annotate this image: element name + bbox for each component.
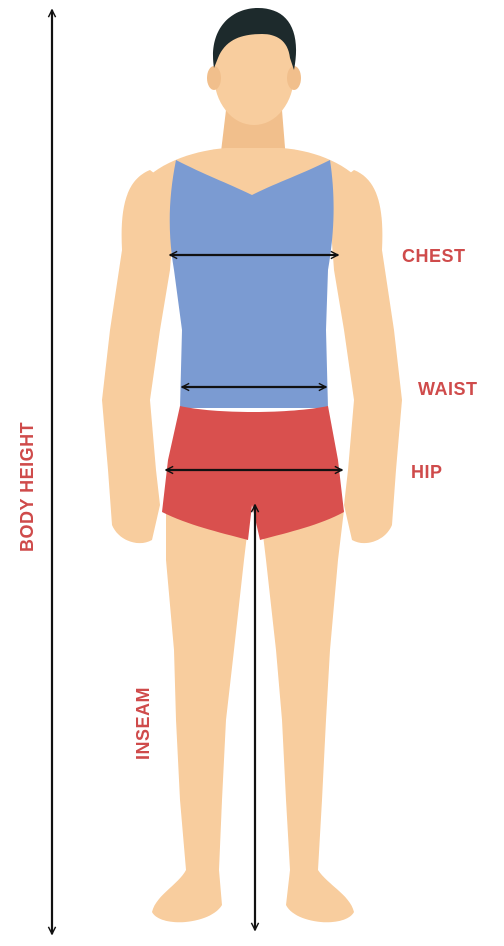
inseam-label: INSEAM: [133, 687, 154, 760]
left-leg: [152, 510, 250, 922]
shorts: [162, 406, 344, 540]
left-ear: [207, 66, 221, 90]
waist-label: WAIST: [418, 379, 478, 400]
human-body-figure: [102, 8, 402, 922]
chest-label: CHEST: [402, 246, 466, 267]
body-height-label: BODY HEIGHT: [17, 422, 38, 552]
right-leg: [260, 510, 354, 922]
hip-label: HIP: [411, 462, 443, 483]
tank-top: [170, 160, 334, 408]
